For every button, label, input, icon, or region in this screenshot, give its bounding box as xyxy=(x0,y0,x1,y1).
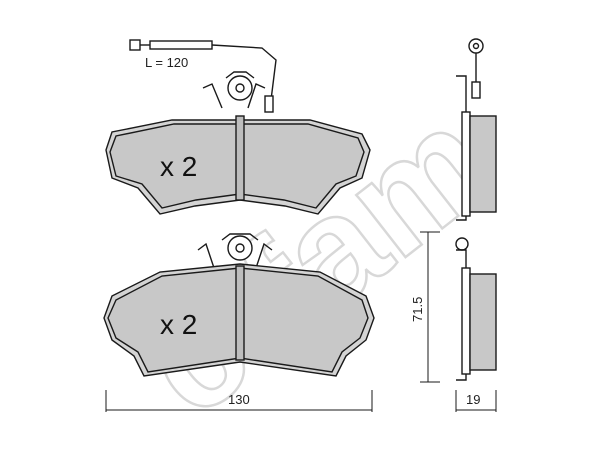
side-view-top xyxy=(456,38,497,221)
bottom-pad: x 2 xyxy=(103,233,375,377)
clip-hole xyxy=(235,83,245,93)
side-friction-block xyxy=(469,273,497,371)
sensor-cable xyxy=(149,40,213,50)
clip-top xyxy=(221,233,259,241)
sensor-tip xyxy=(264,95,274,113)
bottom-spring-clip xyxy=(197,233,273,269)
side-friction-block xyxy=(469,115,497,213)
height-dimension-label: 71.5 xyxy=(410,297,425,322)
top-quantity-label: x 2 xyxy=(160,151,197,182)
clip-left-arm xyxy=(197,242,215,269)
clip-right-arm xyxy=(247,83,266,109)
clip-hole xyxy=(235,243,245,253)
sensor-plug xyxy=(129,39,141,51)
width-dimension-label: 130 xyxy=(228,392,250,407)
dimension-lines xyxy=(105,231,497,412)
side-clip-ring xyxy=(455,237,469,251)
clip-right-arm xyxy=(255,242,273,269)
sensor-wire xyxy=(211,44,277,109)
sensor-length-label: L = 120 xyxy=(145,55,188,70)
side-sensor-body xyxy=(471,81,481,99)
side-backing-plate xyxy=(461,267,471,375)
thickness-dimension-label: 19 xyxy=(466,392,480,407)
bottom-quantity-label: x 2 xyxy=(160,309,197,340)
top-center-slot xyxy=(235,115,245,201)
side-sensor-hole xyxy=(472,42,480,50)
clip-left-arm xyxy=(202,83,223,109)
side-view-bottom xyxy=(455,237,497,381)
clip-top xyxy=(225,71,255,79)
side-backing-plate xyxy=(461,111,471,217)
top-spring-clip xyxy=(202,71,266,109)
wear-sensor xyxy=(129,39,277,113)
bottom-center-slot xyxy=(235,265,245,361)
top-pad: x 2 xyxy=(105,39,371,215)
